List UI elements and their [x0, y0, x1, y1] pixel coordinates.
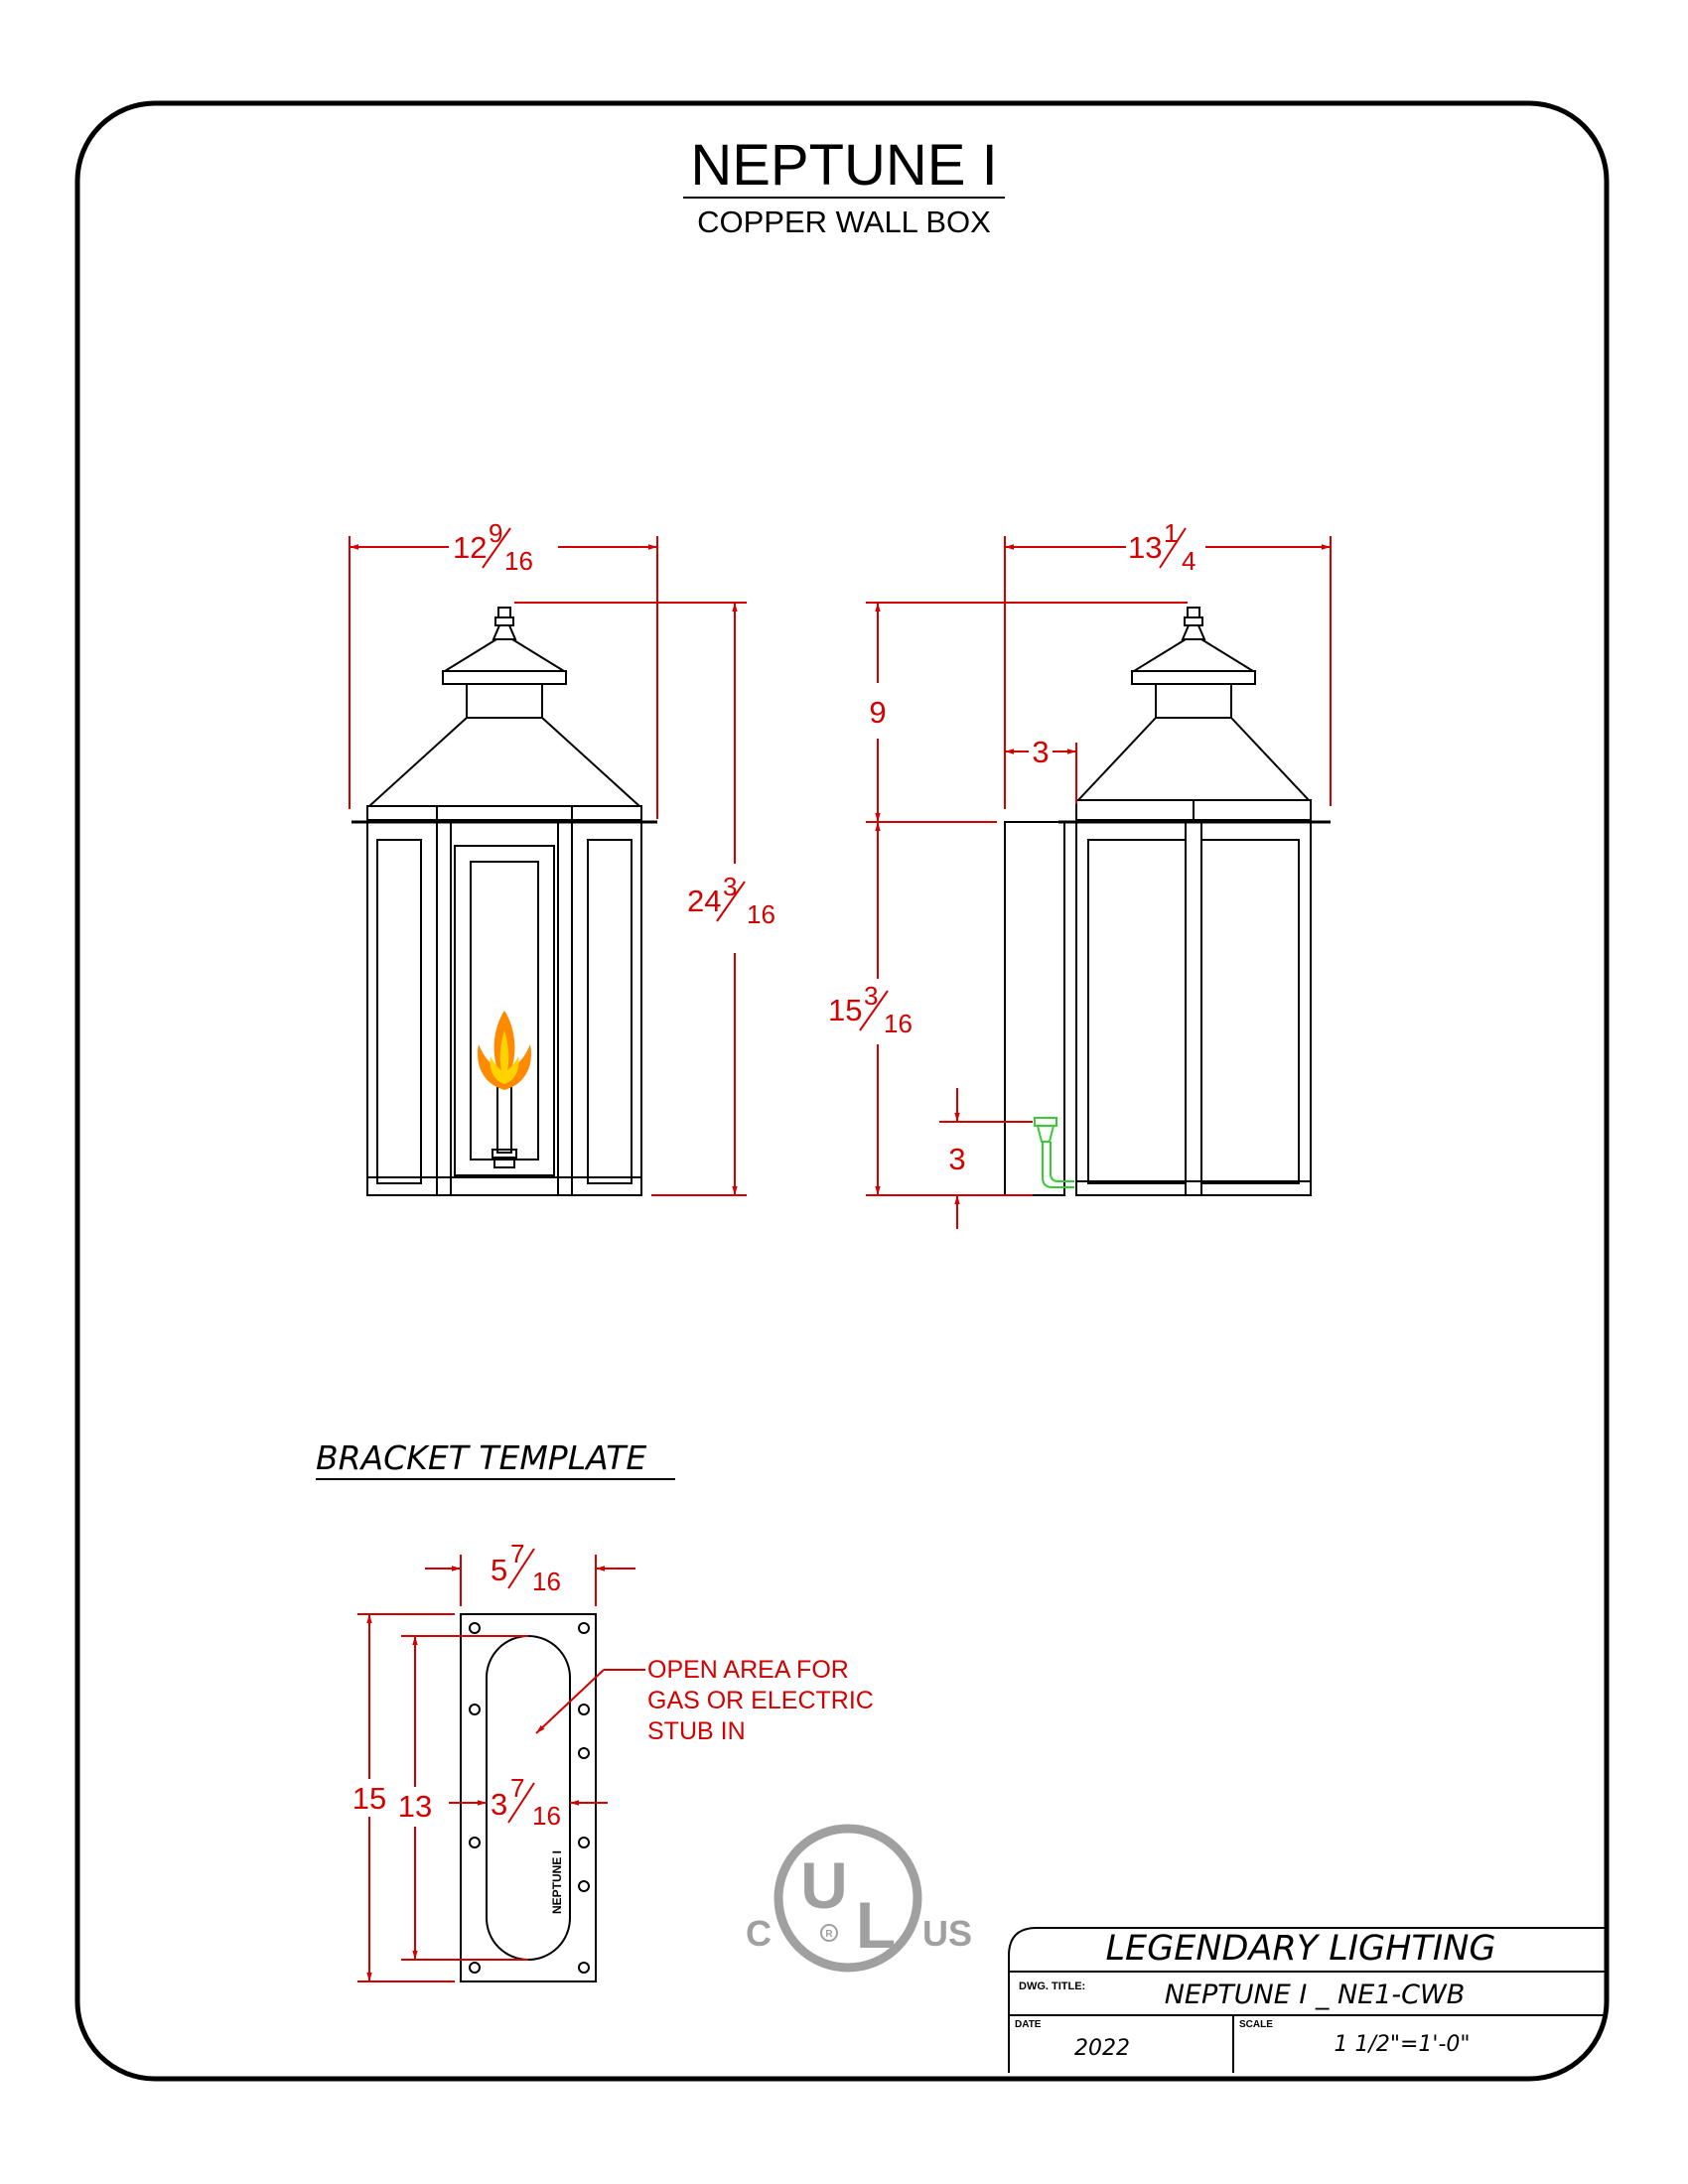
bracket-note-line2: GAS OR ELECTRIC: [647, 1687, 874, 1714]
date-value: 2022: [1074, 2036, 1130, 2061]
date-label: DATE: [1015, 2019, 1042, 2030]
front-height-numerator: 3: [723, 872, 737, 901]
side-offset-value: 3: [1032, 735, 1049, 769]
front-width-denominator: 16: [504, 546, 533, 576]
bracket-opening-denominator: 16: [532, 1801, 561, 1831]
bracket-width-denominator: 16: [532, 1567, 561, 1596]
side-width-numerator: 1: [1164, 518, 1178, 548]
side-body-height-dimension: 15 3 16: [828, 822, 1033, 1196]
front-height-dimension: 24 3 16: [514, 602, 775, 1196]
bracket-width-dimension: 5 7 16: [425, 1539, 635, 1606]
front-view-lantern: [352, 607, 657, 1196]
side-body-denominator: 16: [884, 1009, 913, 1038]
page-title: NEPTUNE I: [690, 133, 997, 198]
front-width-dimension: 12 9 16: [349, 518, 658, 819]
ul-letter-c: C: [746, 1913, 772, 1954]
front-width-whole: 12: [453, 530, 487, 565]
side-width-denominator: 4: [1182, 546, 1196, 576]
bracket-plate: [460, 1613, 597, 1982]
bracket-template-heading: BRACKET TEMPLATE: [316, 1438, 646, 1477]
side-view-lantern: [1004, 607, 1331, 1196]
dwg-title-value: NEPTUNE I _ NE1-CWB: [1165, 1979, 1466, 2010]
bracket-note-line1: OPEN AREA FOR: [647, 1656, 849, 1684]
bracket-opening-numerator: 7: [510, 1773, 524, 1803]
bracket-outer-height-dimension: 15: [352, 1613, 455, 1982]
bracket-inner-height: 13: [398, 1789, 432, 1824]
side-body-numerator: 3: [864, 981, 878, 1011]
side-offset-dimension: 3: [1005, 735, 1077, 804]
bracket-opening-whole: 3: [491, 1787, 507, 1822]
bracket-note-line3: STUB IN: [647, 1717, 746, 1745]
scale-value: 1 1/2"=1'-0": [1334, 2032, 1470, 2057]
scale-label: SCALE: [1239, 2019, 1273, 2030]
bracket-stamp: NEPTUNE I: [550, 1850, 564, 1914]
dwg-title-label: DWG. TITLE:: [1019, 1980, 1085, 1992]
ul-letters-us: US: [922, 1913, 972, 1954]
side-width-dimension: 13 1 4: [1004, 518, 1332, 809]
side-body-whole: 15: [828, 993, 862, 1027]
front-height-denominator: 16: [747, 899, 775, 929]
flame-icon: [478, 1011, 531, 1090]
page-subtitle: COPPER WALL BOX: [697, 205, 991, 239]
ul-letter-u: U: [800, 1848, 848, 1922]
bracket-opening-dimension: 3 7 16: [449, 1773, 608, 1831]
ul-letter-l: L: [856, 1888, 896, 1962]
side-top-height-dimension: 9: [866, 602, 1188, 823]
side-stub-height: 3: [948, 1142, 965, 1176]
bracket-width-whole: 5: [491, 1553, 507, 1587]
sheet-border: [74, 100, 1610, 2082]
ul-registered-mark: R: [825, 1929, 833, 1940]
title-block: [1008, 1927, 1605, 2073]
front-width-numerator: 9: [489, 518, 502, 548]
gas-stub-icon: [1034, 1117, 1074, 1188]
side-stub-height-dimension: 3: [939, 1088, 1033, 1229]
side-top-height: 9: [869, 695, 886, 730]
front-height-whole: 24: [687, 884, 721, 918]
bracket-width-numerator: 7: [510, 1539, 524, 1569]
company-name: LEGENDARY LIGHTING: [1105, 1929, 1495, 1969]
side-width-whole: 13: [1128, 530, 1162, 565]
bracket-inner-height-dimension: 13: [398, 1635, 528, 1961]
bracket-outer-height: 15: [352, 1781, 386, 1816]
ul-listed-logo: U L R C US: [746, 1824, 972, 1973]
bracket-note: OPEN AREA FOR GAS OR ELECTRIC STUB IN: [535, 1656, 874, 1745]
